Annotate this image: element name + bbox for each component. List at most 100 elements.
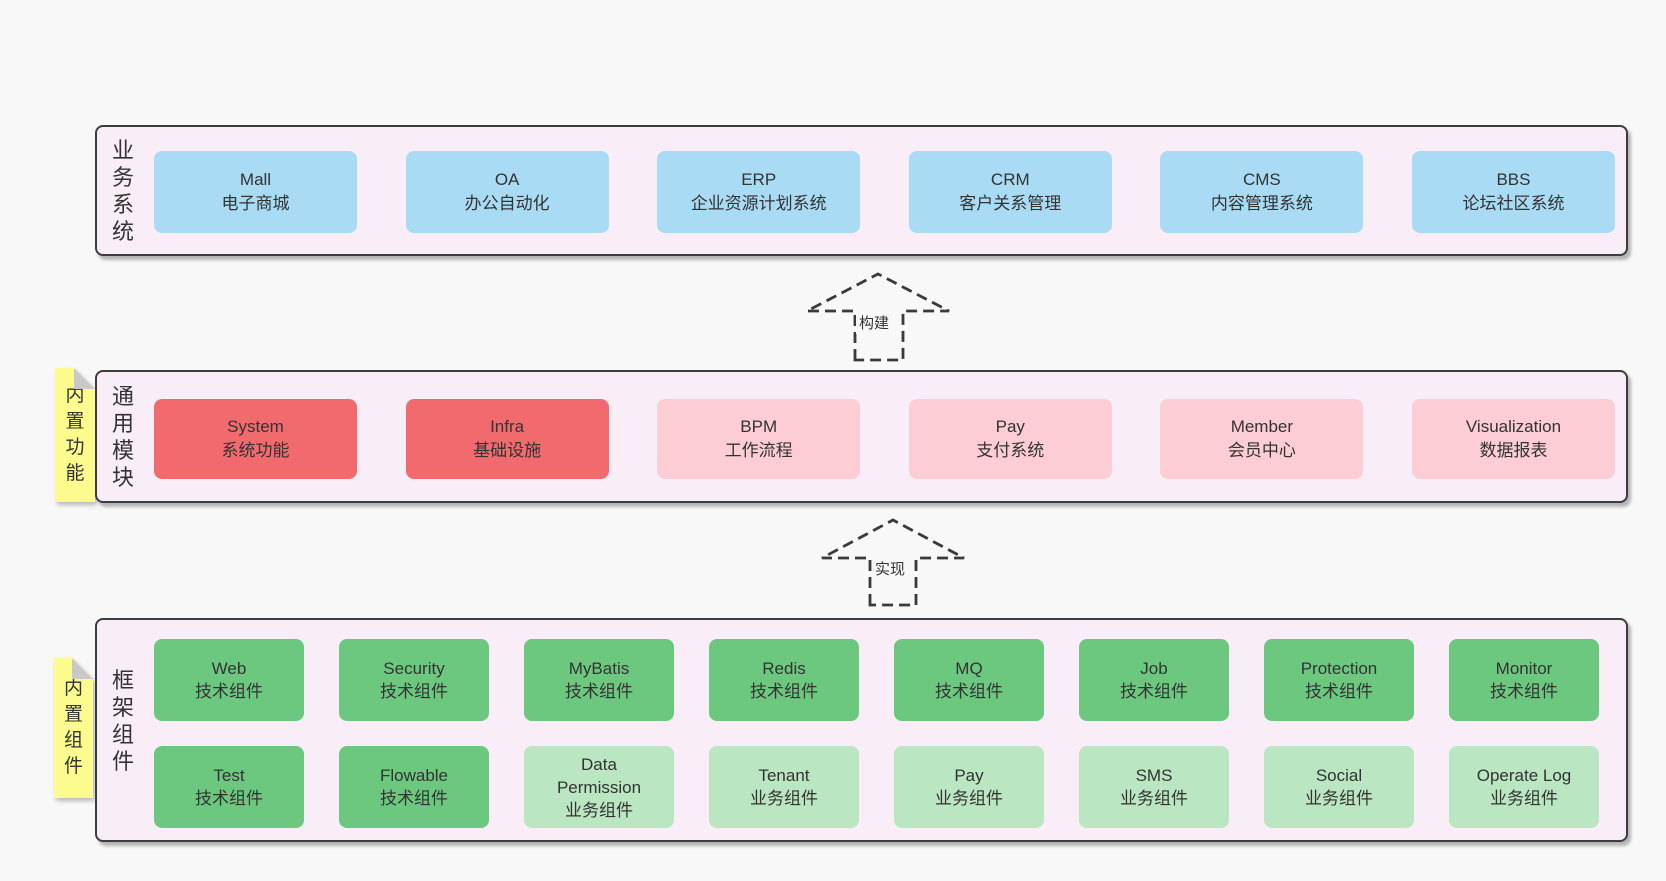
box-title: MQ (955, 659, 983, 678)
box-title: ERP (741, 170, 777, 189)
box-subtitle: 支付系统 (976, 441, 1045, 460)
box-erp: ERP 企业资源计划系统 (657, 151, 861, 233)
note-text: 内置组件 (63, 678, 83, 777)
box-subtitle: 技术组件 (380, 682, 448, 701)
box-social: Social 业务组件 (1264, 746, 1414, 828)
box-subtitle: 业务组件 (565, 800, 633, 820)
box-title: Pay (954, 766, 984, 785)
box-subtitle: 技术组件 (750, 682, 818, 701)
box-subtitle: 业务组件 (1120, 789, 1188, 808)
box-pay-component: Pay 业务组件 (894, 746, 1044, 828)
box-cms: CMS 内容管理系统 (1160, 151, 1364, 233)
box-title: Social (1315, 766, 1363, 785)
box-infra: Infra 基础设施 (405, 399, 609, 479)
box-subtitle: 基础设施 (473, 441, 542, 460)
box-visualization: Visualization 数据报表 (1411, 399, 1615, 479)
box-title: BBS (1496, 170, 1531, 189)
box-operate-log: Operate Log 业务组件 (1449, 746, 1599, 828)
box-title: Visualization (1465, 417, 1562, 436)
box-title: Infra (490, 417, 525, 436)
box-sms: SMS 业务组件 (1079, 746, 1229, 828)
box-subtitle: 客户关系管理 (959, 194, 1062, 213)
box-title: CMS (1242, 170, 1281, 189)
box-title: Security (383, 659, 445, 678)
box-test: Test 技术组件 (154, 746, 304, 828)
box-title: Job (1140, 659, 1168, 678)
implement-arrow-label: 实现 (872, 560, 909, 580)
box-bbs: BBS 论坛社区系统 (1411, 151, 1615, 233)
box-subtitle: 技术组件 (565, 682, 633, 701)
box-subtitle: 技术组件 (935, 682, 1003, 701)
box-subtitle: 系统功能 (221, 441, 290, 460)
box-security: Security 技术组件 (339, 639, 489, 721)
box-protection: Protection 技术组件 (1264, 639, 1414, 721)
build-arrow-label: 构建 (856, 314, 893, 334)
box-subtitle: 会员中心 (1227, 441, 1296, 460)
modules-box-row: System 系统功能 Infra 基础设施 BPM 工作流程 Pay 支付系统… (154, 399, 1615, 479)
box-title: Operate Log (1476, 766, 1572, 785)
box-subtitle: 数据报表 (1479, 441, 1548, 460)
box-title: BPM (740, 417, 778, 436)
sticky-note-built-in-features: 内置功能 (55, 368, 95, 502)
box-title: SMS (1135, 766, 1173, 785)
box-pay-system: Pay 支付系统 (908, 399, 1112, 479)
box-flowable: Flowable 技术组件 (339, 746, 489, 828)
box-oa: OA 办公自动化 (405, 151, 609, 233)
box-subtitle: 技术组件 (195, 682, 263, 701)
box-subtitle: 办公自动化 (464, 194, 550, 213)
box-member: Member 会员中心 (1160, 399, 1364, 479)
box-redis: Redis 技术组件 (709, 639, 859, 721)
sticky-note-built-in-components: 内置组件 (54, 658, 93, 798)
box-title: OA (494, 170, 520, 189)
box-title: Monitor (1495, 659, 1553, 678)
box-web: Web 技术组件 (154, 639, 304, 721)
box-mq: MQ 技术组件 (894, 639, 1044, 721)
box-title: Test (213, 766, 245, 785)
box-title: System (227, 417, 284, 436)
box-subtitle: 论坛社区系统 (1462, 194, 1565, 213)
box-subtitle: 技术组件 (1490, 682, 1558, 701)
box-subtitle: 技术组件 (195, 789, 263, 808)
layer-framework-components: 框架组件 Web 技术组件 Security 技术组件 MyBatis 技术组件… (95, 618, 1628, 842)
box-title: Protection (1300, 659, 1378, 678)
box-subtitle: 内容管理系统 (1210, 194, 1313, 213)
box-job: Job 技术组件 (1079, 639, 1229, 721)
note-fold-corner-icon (72, 658, 93, 679)
layer-label-business-systems: 业务系统 (111, 137, 134, 244)
box-title: CRM (990, 170, 1030, 189)
box-title: Flowable (379, 766, 449, 785)
layer-common-modules: 通用模块 System 系统功能 Infra 基础设施 BPM 工作流程 Pay… (95, 370, 1628, 503)
box-system: System 系统功能 (154, 399, 357, 479)
business-box-row: Mall 电子商城 OA 办公自动化 ERP 企业资源计划系统 CRM 客户关系… (154, 151, 1615, 233)
components-box-row-1: Web 技术组件 Security 技术组件 MyBatis 技术组件 Redi… (154, 639, 1599, 721)
note-fold-corner-icon (74, 368, 95, 389)
box-subtitle: 企业资源计划系统 (690, 194, 827, 213)
box-bpm: BPM 工作流程 (657, 399, 861, 479)
box-subtitle: 电子商城 (221, 194, 290, 213)
box-title: MyBatis (568, 659, 630, 678)
box-subtitle: 技术组件 (1120, 682, 1188, 701)
box-title: Redis (762, 659, 806, 678)
note-text: 内置功能 (65, 385, 85, 484)
layer-business-systems: 业务系统 Mall 电子商城 OA 办公自动化 ERP 企业资源计划系统 CRM… (95, 125, 1628, 256)
box-title: Member (1230, 417, 1294, 436)
box-subtitle: 技术组件 (1305, 682, 1373, 701)
box-subtitle: 业务组件 (935, 789, 1003, 808)
box-title: Tenant (758, 766, 810, 785)
box-crm: CRM 客户关系管理 (908, 151, 1112, 233)
box-title: Pay (995, 417, 1025, 436)
box-mall: Mall 电子商城 (154, 151, 357, 233)
box-title: Data Permission (556, 754, 642, 797)
layer-label-common-modules: 通用模块 (111, 383, 134, 490)
box-title: Mall (239, 170, 272, 189)
box-tenant: Tenant 业务组件 (709, 746, 859, 828)
box-data-permission: Data Permission 业务组件 (524, 746, 674, 828)
box-title: Web (211, 659, 247, 678)
box-subtitle: 业务组件 (1305, 789, 1373, 808)
components-box-row-2: Test 技术组件 Flowable 技术组件 Data Permission … (154, 746, 1599, 828)
box-subtitle: 业务组件 (1490, 789, 1558, 808)
box-monitor: Monitor 技术组件 (1449, 639, 1599, 721)
box-subtitle: 工作流程 (724, 441, 793, 460)
box-subtitle: 业务组件 (750, 789, 818, 808)
